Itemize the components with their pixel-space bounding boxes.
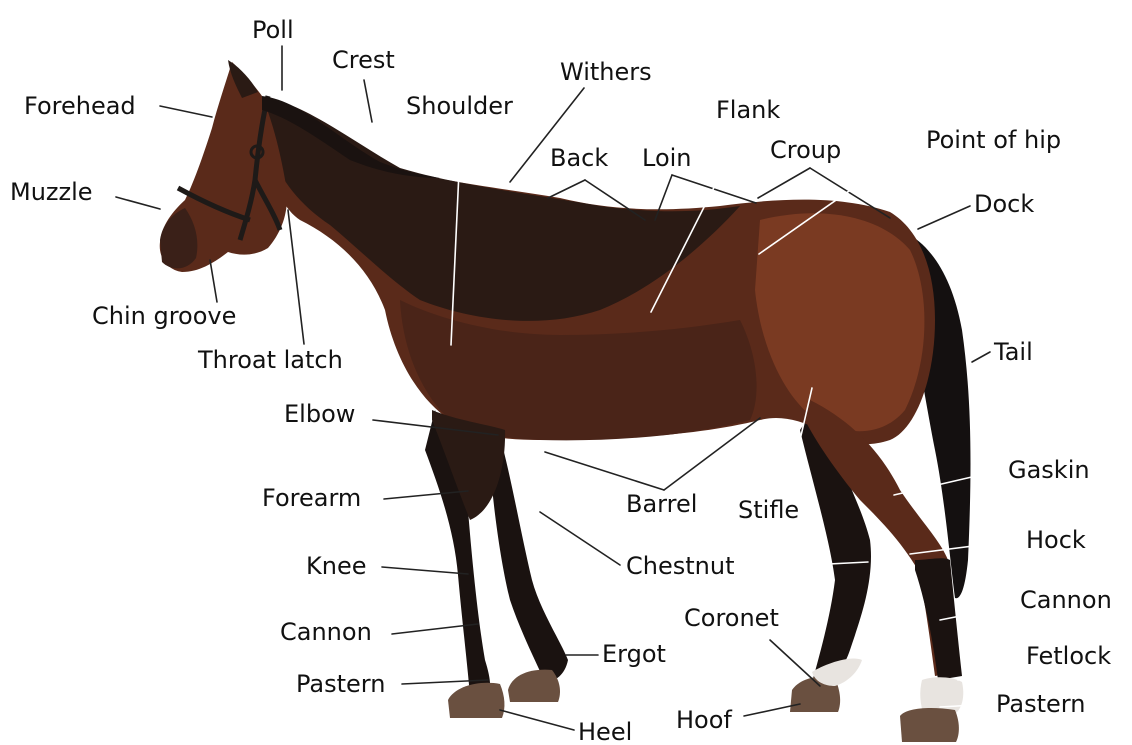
label-throat-latch: Throat latch xyxy=(197,346,343,374)
label-flank: Flank xyxy=(716,96,780,124)
label-croup: Croup xyxy=(770,136,841,164)
label-shoulder: Shoulder xyxy=(406,92,513,120)
leader-back-1 xyxy=(548,180,585,198)
leader-barrel-1 xyxy=(545,452,664,490)
far-fore-hoof xyxy=(508,670,560,702)
label-tail: Tail xyxy=(993,338,1033,366)
label-forearm: Forearm xyxy=(262,484,361,512)
leader-chin-groove xyxy=(210,260,217,302)
label-muzzle: Muzzle xyxy=(10,178,93,206)
label-ergot: Ergot xyxy=(602,640,666,668)
leader-knee xyxy=(382,567,468,574)
leader-fetlock xyxy=(958,657,1022,680)
label-knee: Knee xyxy=(306,552,366,580)
label-chin-groove: Chin groove xyxy=(92,302,236,330)
label-forehead: Forehead xyxy=(24,92,136,120)
label-stifle: Stifle xyxy=(738,496,799,524)
label-chestnut: Chestnut xyxy=(626,552,734,580)
leader-crest xyxy=(364,80,372,122)
leader-dock xyxy=(918,206,970,229)
near-fore-hoof xyxy=(448,683,504,718)
label-crest: Crest xyxy=(332,46,395,74)
label-heel: Heel xyxy=(578,718,632,745)
label-hock: Hock xyxy=(1026,526,1086,554)
leader-tail xyxy=(972,352,990,362)
label-barrel: Barrel xyxy=(626,490,697,518)
label-loin: Loin xyxy=(642,144,692,172)
label-fetlock: Fetlock xyxy=(1026,642,1111,670)
label-poll: Poll xyxy=(252,16,294,44)
label-back: Back xyxy=(550,144,608,172)
leader-chestnut-fore xyxy=(540,512,620,565)
label-pastern-front: Pastern xyxy=(296,670,385,698)
leader-coronet xyxy=(770,640,820,686)
label-gaskin: Gaskin xyxy=(1008,456,1090,484)
label-cannon-front: Cannon xyxy=(280,618,372,646)
near-hind-hoof xyxy=(900,708,959,742)
leader-muzzle xyxy=(116,197,160,209)
leader-croup-1 xyxy=(758,168,810,198)
label-withers: Withers xyxy=(560,58,652,86)
label-hoof: Hoof xyxy=(676,706,732,734)
leader-forehead xyxy=(160,106,212,117)
label-pastern-hind: Pastern xyxy=(996,690,1085,718)
label-point-of-hip: Point of hip xyxy=(926,126,1061,154)
label-elbow: Elbow xyxy=(284,400,355,428)
label-dock: Dock xyxy=(974,190,1034,218)
label-coronet: Coronet xyxy=(684,604,779,632)
leader-heel xyxy=(500,710,574,730)
leader-throat-latch xyxy=(288,210,304,344)
label-cannon-hind: Cannon xyxy=(1020,586,1112,614)
